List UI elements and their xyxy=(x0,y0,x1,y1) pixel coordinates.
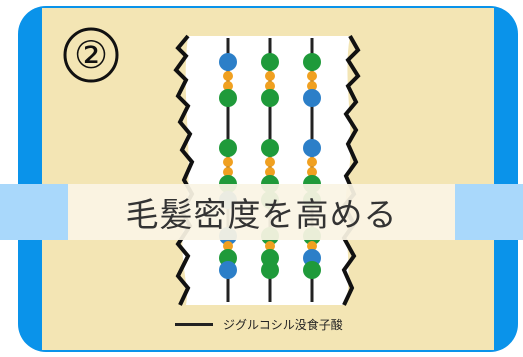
banner-left-band xyxy=(0,184,68,240)
orange-bead xyxy=(307,71,317,81)
banner-center: 毛髪密度を高める xyxy=(68,184,455,240)
orange-bead xyxy=(223,157,233,167)
orange-bead xyxy=(223,71,233,81)
orange-bead xyxy=(265,167,275,177)
step-number-badge: ② xyxy=(63,27,119,83)
legend-label: ジグルコシル没食子酸 xyxy=(223,318,343,332)
step-number: ② xyxy=(74,33,108,77)
green-bead xyxy=(261,89,279,107)
caption-banner: 毛髪密度を高める xyxy=(0,184,523,240)
green-bead xyxy=(261,53,279,71)
orange-bead xyxy=(265,157,275,167)
orange-bead xyxy=(223,167,233,177)
jagged-hair-edge-icon xyxy=(341,35,361,306)
banner-right-band xyxy=(455,184,523,240)
legend: ジグルコシル没食子酸 xyxy=(175,316,343,333)
green-bead xyxy=(303,261,321,279)
blue-bead xyxy=(219,53,237,71)
jagged-hair-edge-icon xyxy=(173,34,195,306)
hair-density-diagram xyxy=(173,34,361,306)
orange-bead xyxy=(307,167,317,177)
green-bead xyxy=(261,261,279,279)
orange-bead xyxy=(223,81,233,91)
green-bead xyxy=(219,139,237,157)
orange-bead xyxy=(307,241,317,251)
orange-bead xyxy=(307,81,317,91)
green-bead xyxy=(303,53,321,71)
green-bead xyxy=(261,139,279,157)
green-bead xyxy=(219,89,237,107)
blue-bead xyxy=(303,89,321,107)
legend-line-swatch xyxy=(175,323,213,326)
orange-bead xyxy=(223,241,233,251)
orange-bead xyxy=(265,81,275,91)
orange-bead xyxy=(307,157,317,167)
banner-title: 毛髪密度を高める xyxy=(125,195,398,234)
blue-bead xyxy=(219,261,237,279)
orange-bead xyxy=(265,241,275,251)
orange-bead xyxy=(265,71,275,81)
blue-bead xyxy=(303,139,321,157)
